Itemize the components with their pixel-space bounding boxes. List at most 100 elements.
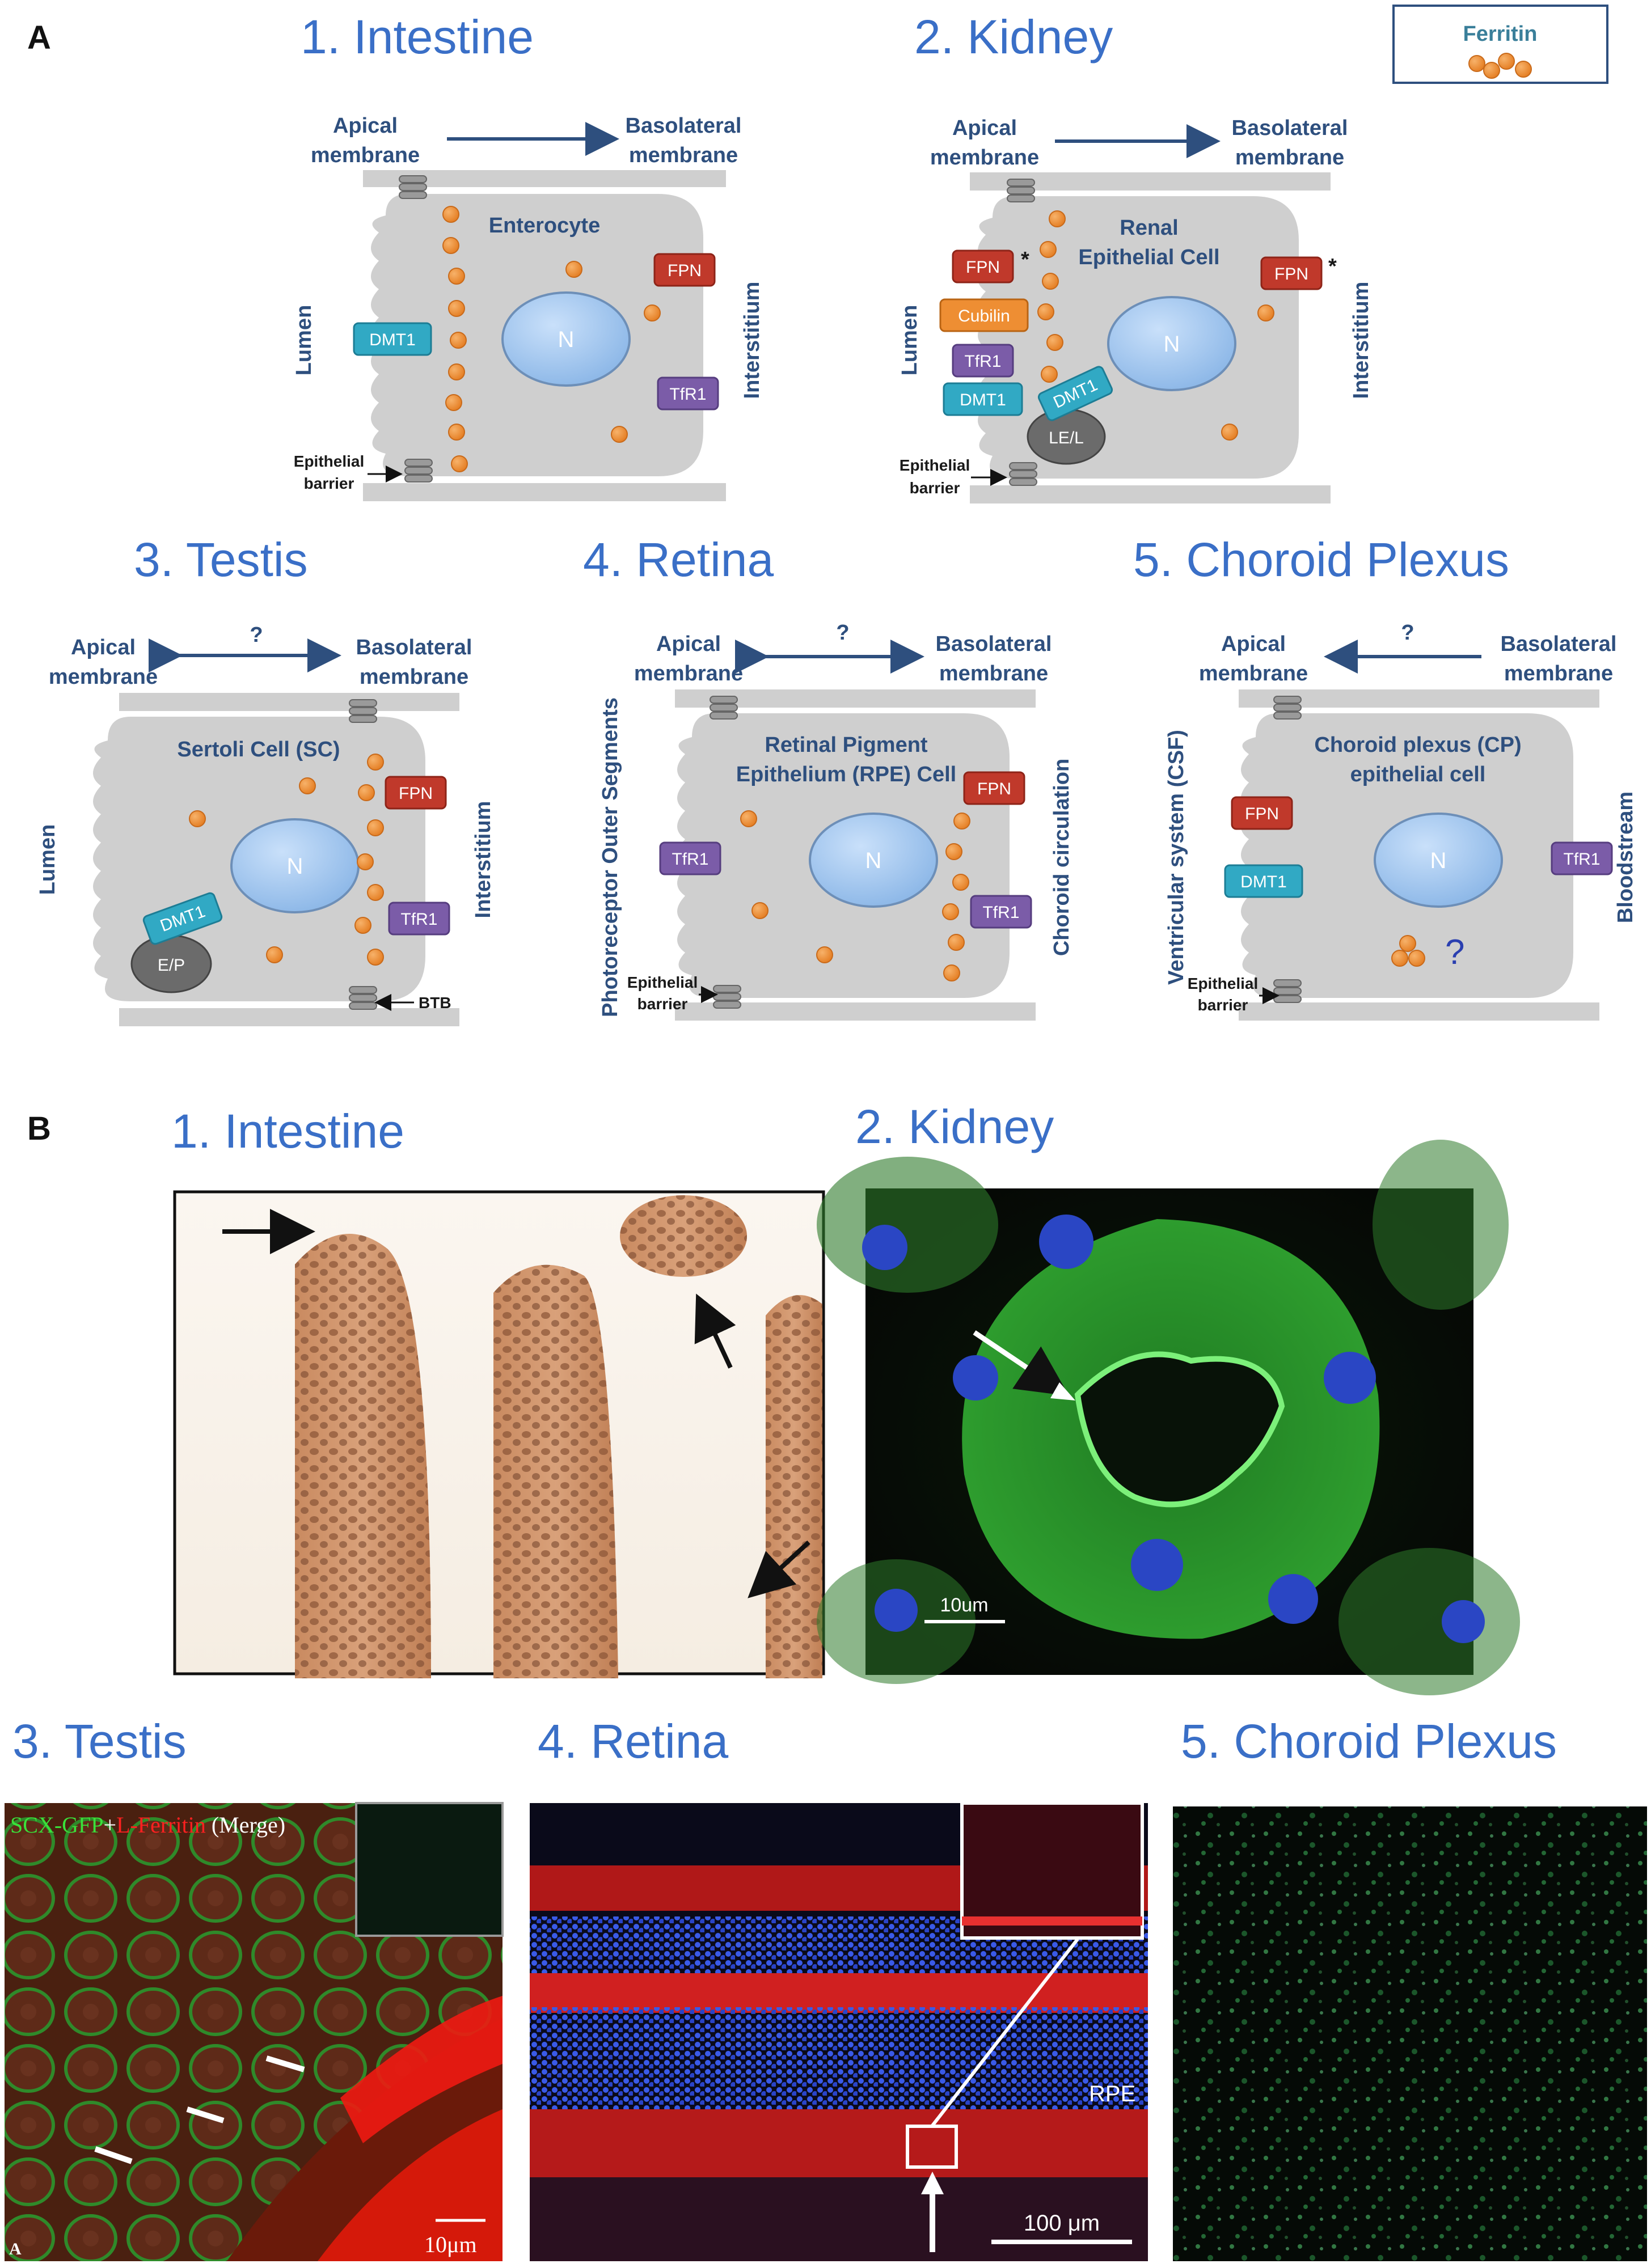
- dmt1-vesicle-transporter: DMT1: [1037, 366, 1113, 421]
- late-endosome-lysosome: LE/L DMT1: [1027, 366, 1113, 465]
- apical-label-2: membrane: [930, 146, 1039, 170]
- choroid-circulation-label: Choroid circulation: [1050, 759, 1074, 956]
- dmt1-label: DMT1: [369, 331, 416, 349]
- barrier-label: Epithelial: [900, 456, 970, 474]
- tfr1-receptor-apical: TfR1: [659, 841, 721, 875]
- tight-junction-bottom: [404, 459, 433, 483]
- fpn-label: FPN: [668, 261, 702, 280]
- nucleus: [1107, 296, 1236, 391]
- micrograph-choroid-plexus: [1173, 1806, 1647, 2261]
- legend-label: Ferritin: [1463, 22, 1538, 46]
- diagram-choroid-plexus: 5. Choroid Plexus Apical membrane ? Baso…: [1133, 533, 1637, 1021]
- micrograph-testis-title: 3. Testis: [12, 1715, 187, 1768]
- cell-label: Enterocyte: [489, 214, 600, 238]
- diagram-title: 3. Testis: [134, 533, 308, 586]
- barrier-label-2: barrier: [1198, 996, 1248, 1014]
- membrane-strip-top: [970, 172, 1331, 191]
- bloodstream-label: Bloodstream: [1614, 792, 1637, 923]
- apical-label-2: membrane: [634, 662, 743, 686]
- interstitium-label: Interstitium: [1349, 282, 1373, 399]
- barrier-label: Epithelial: [294, 452, 364, 470]
- barrier-label: Epithelial: [627, 974, 698, 991]
- csf-label: Ventricular system (CSF): [1164, 730, 1188, 985]
- vesicle-label: E/P: [158, 956, 185, 975]
- nucleus-label: N: [287, 854, 303, 879]
- question-mark: ?: [250, 623, 263, 647]
- ferritin-particles: [1037, 210, 1274, 441]
- tfr1-label: TfR1: [1563, 850, 1600, 869]
- basolateral-label: Basolateral: [936, 632, 1052, 656]
- basolateral-label: Basolateral: [1232, 116, 1348, 140]
- diagram-title: 1. Intestine: [301, 10, 534, 64]
- diagram-intestine: 1. Intestine Apical membrane Basolateral…: [292, 10, 764, 501]
- apical-label: Apical: [656, 632, 721, 656]
- scale-label: 10μm: [424, 2232, 477, 2257]
- apical-label: Apical: [1221, 632, 1286, 656]
- membrane-strip-top: [119, 693, 459, 711]
- basolateral-label-2: membrane: [1504, 662, 1613, 686]
- micrograph-choroid-title: 5. Choroid Plexus: [1181, 1715, 1557, 1768]
- tfr1-receptor: TfR1: [1551, 841, 1613, 875]
- fpn-transporter: FPN: [963, 771, 1025, 805]
- micrograph-testis: SCX-GFP+L-Ferritin (Merge) 10μm A: [5, 1802, 504, 2261]
- stain-label: SCX-GFP+L-Ferritin (Merge): [10, 1812, 285, 1838]
- basolateral-label-2: membrane: [360, 665, 468, 689]
- ferritin-icon: [1468, 53, 1532, 79]
- tight-junction-bottom: [713, 985, 741, 1009]
- membrane-strip-top: [675, 689, 1036, 708]
- diagram-title: 5. Choroid Plexus: [1133, 533, 1509, 586]
- tfr1-label: TfR1: [964, 352, 1001, 371]
- tight-junction-bottom: [1273, 979, 1302, 1003]
- tight-junction-top: [1007, 179, 1035, 202]
- btb-label: BTB: [419, 994, 451, 1012]
- tfr1-receptor: TfR1: [657, 376, 719, 411]
- panel-a-label: A: [27, 19, 51, 56]
- star-mark: *: [1021, 248, 1029, 272]
- apical-label: Apical: [71, 636, 136, 659]
- fpn-transporter: FPN: [385, 776, 447, 810]
- micrograph-kidney: 10um: [817, 1140, 1520, 1695]
- ferritin-particles: [189, 754, 384, 966]
- barrier-label-2: barrier: [910, 479, 960, 497]
- ferritin-arrow-3: [748, 1541, 810, 1598]
- cell-label-2: Epithelium (RPE) Cell: [736, 763, 956, 786]
- micrograph-intestine: [173, 1190, 825, 1678]
- ferritin-legend: Ferritin: [1392, 5, 1608, 84]
- cell-label: Renal: [1120, 216, 1178, 240]
- rpe-label: RPE: [1089, 2081, 1135, 2106]
- nucleus-label: N: [1164, 332, 1180, 357]
- ferritin-arrow: [973, 1330, 1069, 1397]
- dmt1-label: DMT1: [1240, 873, 1287, 891]
- tight-junction-top: [349, 699, 377, 723]
- lumen-label: Lumen: [36, 824, 60, 895]
- apical-label: Apical: [333, 114, 398, 138]
- tfr1-receptor: TfR1: [388, 902, 450, 936]
- fpn-label: FPN: [966, 258, 1000, 277]
- nucleus-label: N: [558, 327, 575, 352]
- micrograph-retina: RPE 100 μm: [530, 1801, 1148, 2261]
- diagram-testis: 3. Testis Apical membrane ? Basolateral …: [36, 533, 495, 1026]
- tight-junction-top: [1273, 696, 1302, 720]
- tfr1-receptor-basolateral: TfR1: [970, 895, 1032, 929]
- tight-junction-top: [710, 696, 738, 720]
- cell-label-2: epithelial cell: [1350, 763, 1486, 786]
- cubilin-receptor: Cubilin: [939, 298, 1029, 332]
- diagram-retina: 4. Retina Apical membrane ? Basolateral …: [583, 533, 1074, 1021]
- apical-label-2: membrane: [311, 143, 420, 167]
- tight-junction-bottom: [1009, 462, 1037, 486]
- barrier-label-2: barrier: [637, 995, 688, 1013]
- photoreceptor-label: Photoreceptor Outer Segments: [598, 697, 622, 1017]
- fpn-label: FPN: [977, 780, 1011, 798]
- dmt1-label: DMT1: [960, 391, 1006, 409]
- cell-label: Retinal Pigment: [765, 733, 927, 757]
- fpn-transporter: FPN: [1231, 796, 1293, 830]
- ferritin-arrow: [265, 2055, 305, 2072]
- barrier-label-2: barrier: [304, 475, 354, 492]
- tfr1-label: TfR1: [400, 910, 437, 929]
- micrograph-intestine-title: 1. Intestine: [171, 1105, 404, 1158]
- basolateral-label-2: membrane: [939, 662, 1048, 686]
- apical-label-2: membrane: [1199, 662, 1308, 686]
- tfr1-receptor: TfR1: [952, 344, 1014, 378]
- dmt1-transporter: DMT1: [1224, 864, 1303, 898]
